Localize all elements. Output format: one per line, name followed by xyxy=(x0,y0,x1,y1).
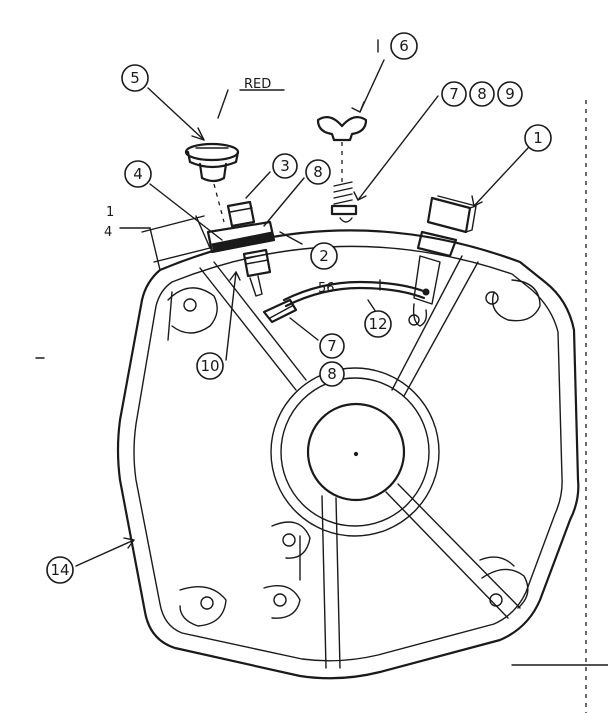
callout-8-lower-number: 8 xyxy=(327,365,337,383)
callout-8-upper: 8 xyxy=(305,159,331,185)
callout-3-number: 3 xyxy=(280,157,290,175)
callout-14: 14 xyxy=(46,556,74,584)
housing-plate xyxy=(116,229,580,680)
housing-ribs xyxy=(199,255,521,669)
callout-8-lower: 8 xyxy=(319,361,345,387)
callout-7: 7 xyxy=(441,81,467,107)
mounting-bosses xyxy=(167,279,541,627)
callout-7-lower-number: 7 xyxy=(327,337,337,355)
callout-12-number: 12 xyxy=(368,315,387,333)
part-button-cap xyxy=(184,142,240,223)
callout-8: 8 xyxy=(469,81,495,107)
dimension-denominator: 4 xyxy=(104,225,112,240)
callout-5-number: 5 xyxy=(130,69,140,87)
part-switch-assembly xyxy=(206,200,276,297)
callout-9: 9 xyxy=(497,81,523,107)
callout-8-upper-number: 8 xyxy=(313,163,323,181)
wire-terminal xyxy=(262,298,298,324)
callout-9-number: 9 xyxy=(505,85,515,103)
callout-7-number: 7 xyxy=(449,85,459,103)
callout-1-number: 1 xyxy=(533,129,543,147)
callout-7-lower: 7 xyxy=(319,333,345,359)
callout-6: 6 xyxy=(390,32,418,60)
callout-2: 2 xyxy=(310,242,338,270)
callout-4: 4 xyxy=(124,160,152,188)
callout-10-number: 10 xyxy=(200,357,219,375)
center-hub xyxy=(270,367,440,537)
callout-1: 1 xyxy=(524,124,552,152)
callout-2-number: 2 xyxy=(319,247,329,265)
dimension-bar xyxy=(119,215,211,271)
callout-14-number: 14 xyxy=(50,561,69,579)
page-edge-marks xyxy=(35,100,608,713)
dimension-numerator: 1 xyxy=(106,205,114,220)
callout-12: 12 xyxy=(364,310,392,338)
wire xyxy=(282,280,428,308)
callout-3: 3 xyxy=(272,153,298,179)
callout-8-number: 8 xyxy=(477,85,487,103)
callout-4-number: 4 xyxy=(133,165,143,183)
leader-lines xyxy=(75,39,529,567)
wire-color-label: RED xyxy=(244,77,271,92)
wire-gauge-label: 56 xyxy=(318,281,335,296)
callout-6-number: 6 xyxy=(399,37,409,55)
callout-10: 10 xyxy=(196,352,224,380)
part-wing-nut xyxy=(316,115,368,223)
part-connector xyxy=(408,195,477,327)
callout-5: 5 xyxy=(121,64,149,92)
